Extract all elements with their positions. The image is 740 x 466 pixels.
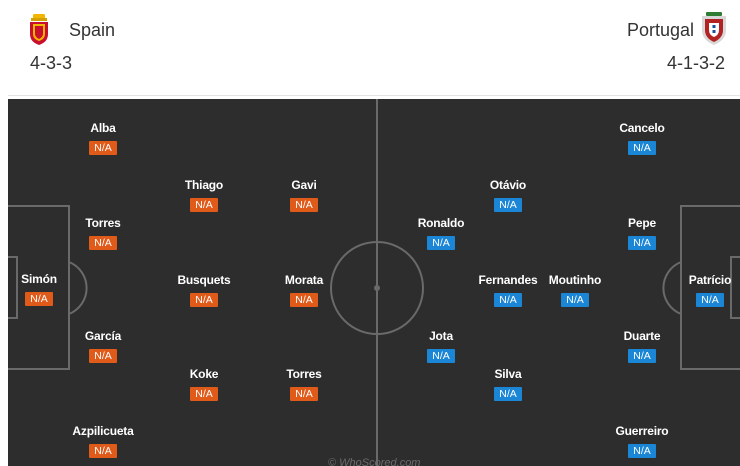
player-name[interactable]: Cancelo — [619, 121, 665, 135]
player-name[interactable]: Simón — [21, 272, 57, 286]
spain-crest-icon — [30, 14, 48, 45]
player-rating-badge: N/A — [89, 349, 117, 363]
player-name[interactable]: Patrício — [688, 273, 732, 287]
player-rating-badge: N/A — [290, 387, 318, 401]
player-name[interactable]: Torres — [85, 216, 121, 230]
player-name[interactable]: Guerreiro — [615, 424, 669, 438]
player-name[interactable]: Gavi — [291, 178, 317, 192]
player-rating-badge: N/A — [25, 292, 53, 306]
away-team-name[interactable]: Portugal — [626, 20, 694, 40]
player-name[interactable]: Pepe — [628, 216, 656, 230]
player-rating-badge: N/A — [427, 236, 455, 250]
player-name[interactable]: Otávio — [489, 178, 527, 192]
player-name[interactable]: Morata — [284, 273, 324, 287]
away-formation: 4-1-3-2 — [666, 53, 725, 73]
portugal-crest-icon — [702, 12, 726, 45]
player-rating-badge: N/A — [427, 349, 455, 363]
player-name[interactable]: Fernandes — [478, 273, 538, 287]
player-rating-badge: N/A — [290, 293, 318, 307]
player-name[interactable]: Jota — [429, 329, 453, 343]
player-name[interactable]: Alba — [90, 121, 116, 135]
player-rating-badge: N/A — [628, 444, 656, 458]
player-name[interactable]: Busquets — [177, 273, 231, 287]
player-rating-badge: N/A — [190, 387, 218, 401]
match-header: Spain 4-3-3 Portugal 4-1-3-2 — [0, 0, 740, 92]
player-rating-badge: N/A — [494, 198, 522, 212]
player-rating-badge: N/A — [628, 349, 656, 363]
player-name[interactable]: Azpilicueta — [72, 424, 134, 438]
player-rating-badge: N/A — [494, 293, 522, 307]
home-team-name[interactable]: Spain — [69, 20, 116, 40]
home-formation: 4-3-3 — [30, 53, 73, 73]
player-name[interactable]: Thiago — [184, 178, 224, 192]
player-name[interactable]: Ronaldo — [417, 216, 465, 230]
pitch-markings — [8, 99, 740, 466]
player-name[interactable]: Koke — [189, 367, 219, 381]
player-rating-badge: N/A — [628, 236, 656, 250]
watermark: © WhoScored.com — [328, 457, 421, 466]
player-rating-badge: N/A — [494, 387, 522, 401]
player-rating-badge: N/A — [561, 293, 589, 307]
player-name[interactable]: Duarte — [623, 329, 661, 343]
player-rating-badge: N/A — [290, 198, 318, 212]
player-rating-badge: N/A — [190, 293, 218, 307]
player-rating-badge: N/A — [190, 198, 218, 212]
player-rating-badge: N/A — [89, 236, 117, 250]
player-rating-badge: N/A — [628, 141, 656, 155]
player-name[interactable]: Moutinho — [548, 273, 602, 287]
player-rating-badge: N/A — [89, 444, 117, 458]
player-rating-badge: N/A — [696, 293, 724, 307]
player-name[interactable]: Silva — [494, 367, 522, 381]
player-name[interactable]: García — [84, 329, 122, 343]
player-rating-badge: N/A — [89, 141, 117, 155]
header-divider — [8, 95, 740, 96]
player-name[interactable]: Torres — [286, 367, 322, 381]
